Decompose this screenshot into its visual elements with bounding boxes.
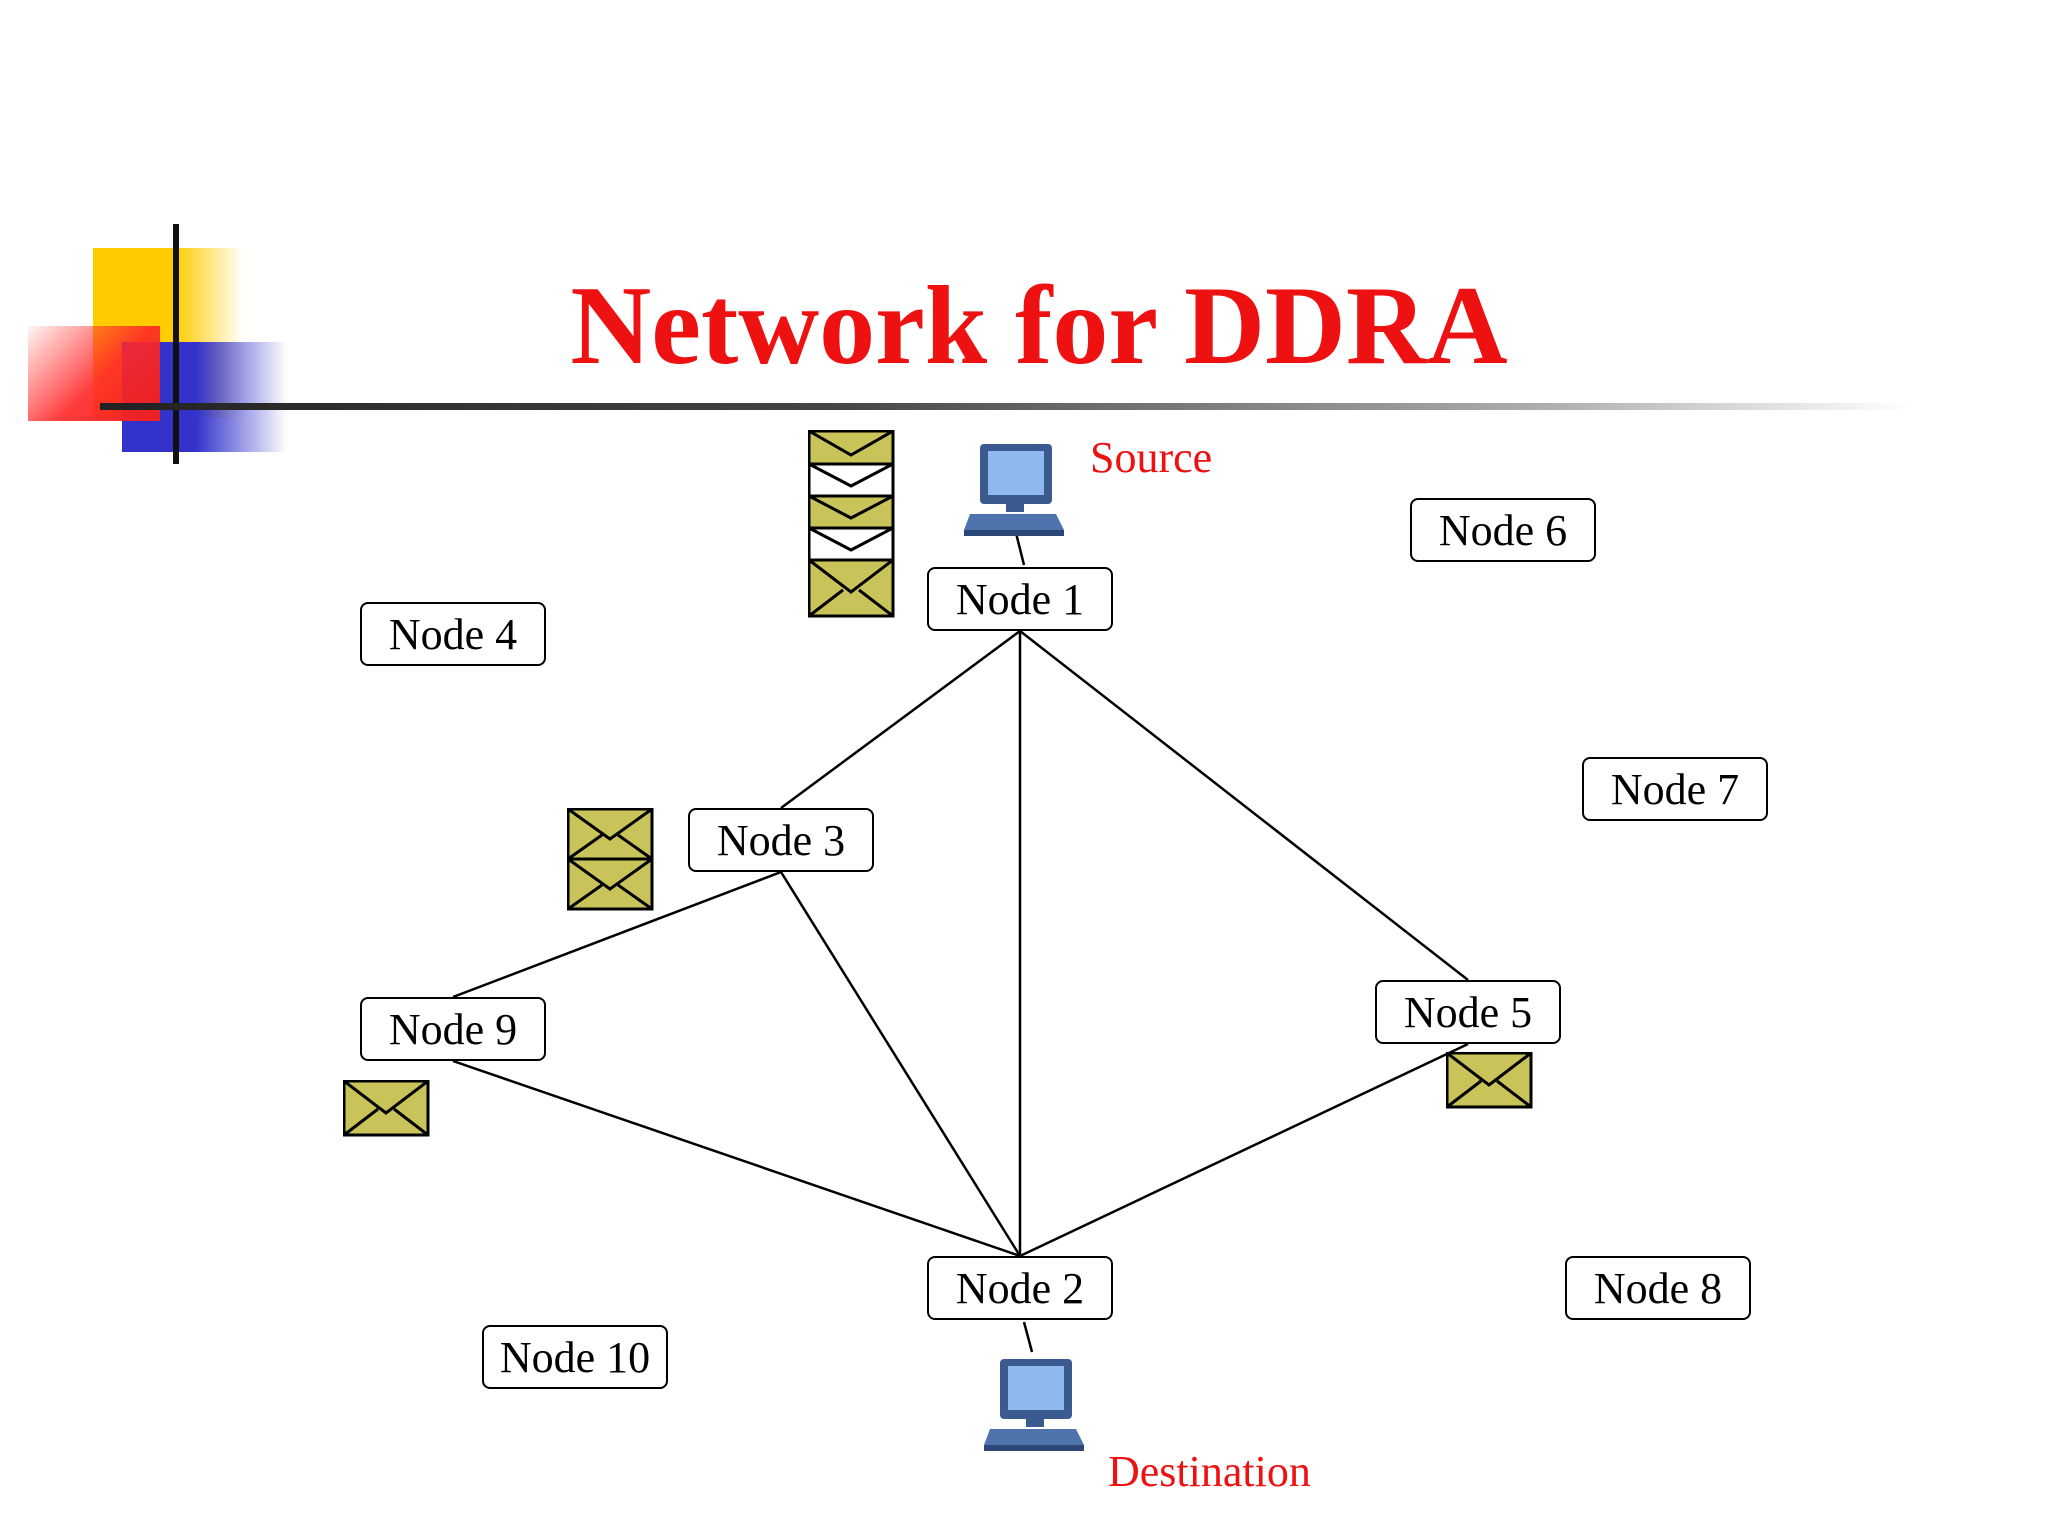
slide-title: Network for DDRA: [570, 264, 1508, 388]
message-stack-node-3: [566, 807, 655, 917]
envelope-stack-icon: [807, 429, 895, 618]
envelope-icon: [342, 1079, 430, 1137]
envelope-stack-icon: [566, 807, 654, 911]
node-4[interactable]: Node 4: [360, 602, 546, 666]
edge-node-3-node-2: [779, 871, 1022, 1257]
edge-node-9-node-2: [452, 1059, 1021, 1258]
edge-node-1-node-5: [1019, 630, 1469, 981]
destination-computer-link: [1022, 1321, 1034, 1353]
decor-vertical-rule: [173, 224, 179, 464]
message-stack-node-5: [1445, 1051, 1534, 1115]
node-6[interactable]: Node 6: [1410, 498, 1596, 562]
message-stack-node-9: [342, 1079, 431, 1143]
edge-node-1-node-3: [780, 629, 1021, 810]
node-10[interactable]: Node 10: [482, 1325, 668, 1389]
source-computer-link: [1014, 532, 1026, 566]
node-1[interactable]: Node 1: [927, 567, 1113, 631]
edge-node-3-node-9: [452, 870, 782, 999]
node-5[interactable]: Node 5: [1375, 980, 1561, 1044]
edge-node-5-node-2: [1019, 1042, 1469, 1258]
node-2[interactable]: Node 2: [927, 1256, 1113, 1320]
destination-label: Destination: [1108, 1447, 1311, 1496]
destination-computer-icon: [984, 1359, 1084, 1451]
message-stack-node-1: [807, 429, 896, 627]
node-8[interactable]: Node 8: [1565, 1256, 1751, 1320]
envelope-icon: [1445, 1051, 1533, 1109]
node-7[interactable]: Node 7: [1582, 757, 1768, 821]
decor-title-rule: [100, 403, 1910, 410]
edge-layer: [452, 629, 1469, 1258]
source-label: Source: [1090, 433, 1213, 482]
node-3[interactable]: Node 3: [688, 808, 874, 872]
source-computer-icon: [964, 444, 1064, 536]
node-9[interactable]: Node 9: [360, 997, 546, 1061]
